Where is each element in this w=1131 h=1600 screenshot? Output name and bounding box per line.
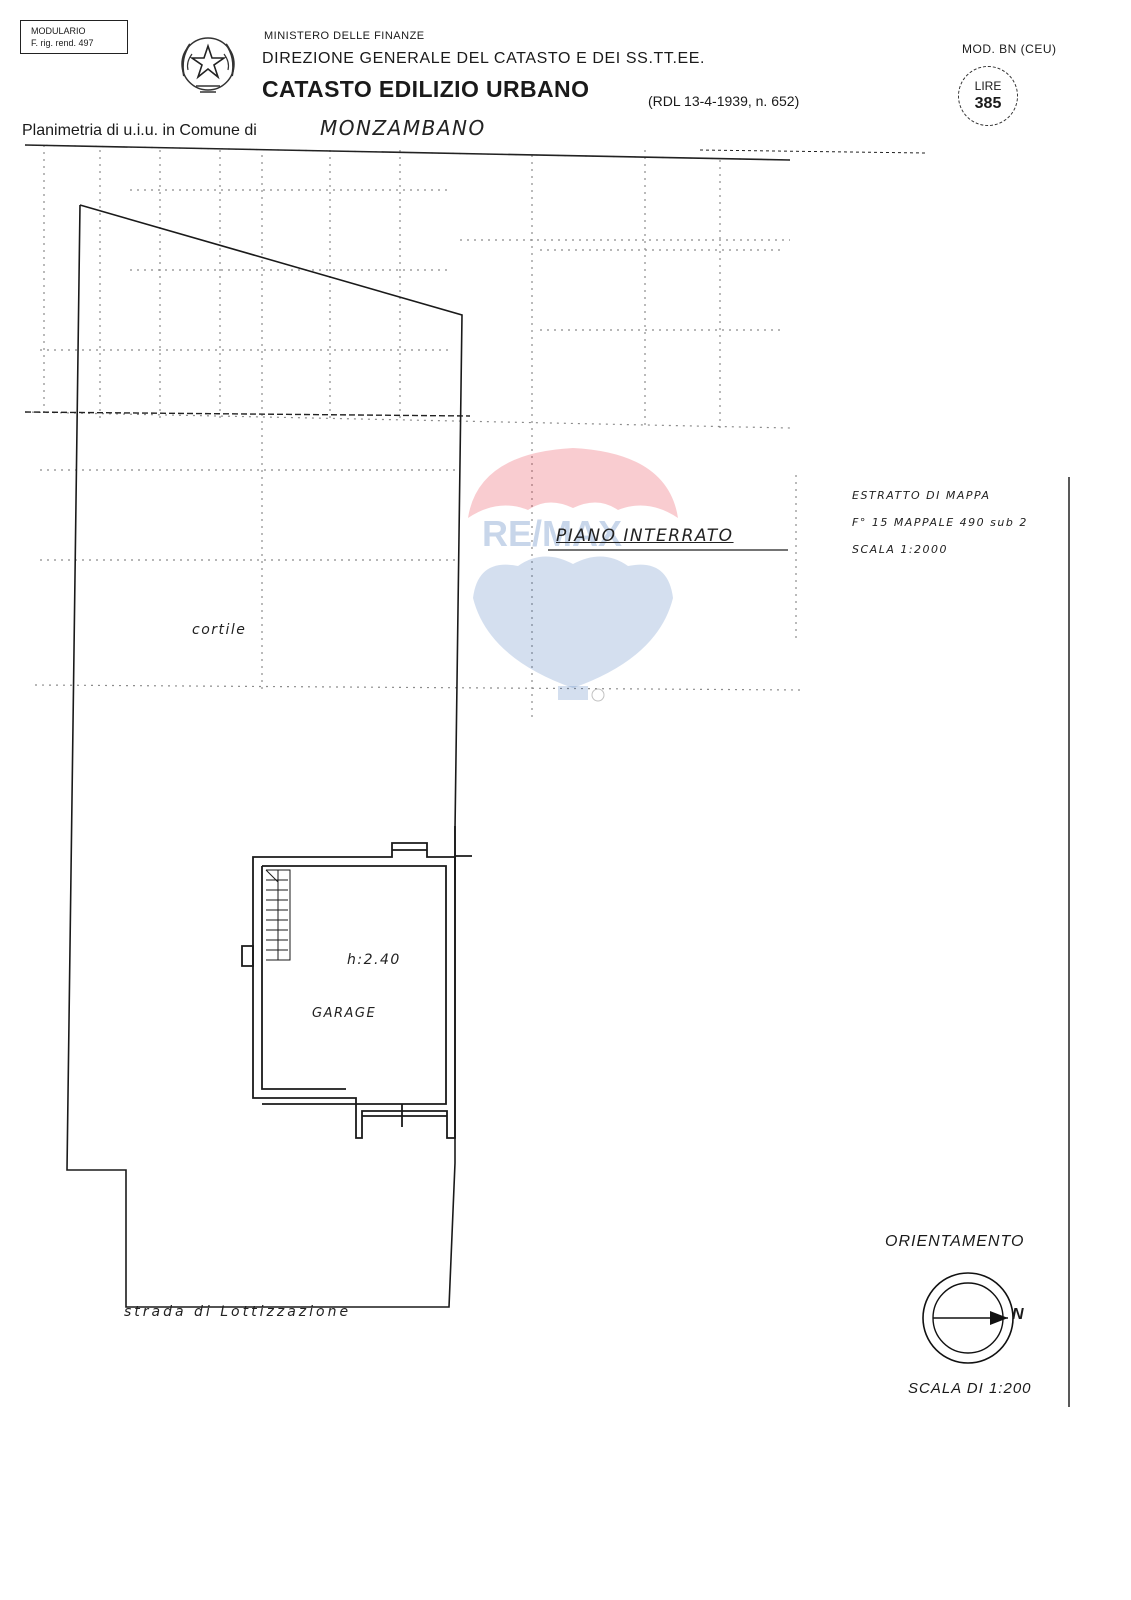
lire-stamp: LIRE 385 <box>958 66 1018 126</box>
estratto-di-mappa: ESTRATTO DI MAPPA F° 15 MAPPALE 490 sub … <box>852 482 1028 563</box>
comune-name: MONZAMBANO <box>320 116 486 140</box>
planimetria-label: Planimetria di u.i.u. in Comune di <box>22 122 257 139</box>
catasto-title: CATASTO EDILIZIO URBANO <box>262 76 590 102</box>
svg-text:RE/MAX: RE/MAX <box>482 513 622 554</box>
republic-emblem-icon <box>181 37 235 93</box>
header-rules <box>24 144 926 417</box>
garage-walls <box>241 826 472 1139</box>
compass-icon <box>922 1272 1014 1364</box>
ministry-name: MINISTERO DELLE FINANZE <box>264 30 425 42</box>
modulario-label: MODULARIO <box>31 26 86 36</box>
orientation-label: ORIENTAMENTO <box>885 1233 1025 1250</box>
room-label-garage: GARAGE <box>312 1006 377 1021</box>
direzione-title: DIREZIONE GENERALE DEL CATASTO E DEI SS.… <box>262 50 706 67</box>
rdl-reference: (RDL 13-4-1939, n. 652) <box>648 93 800 109</box>
room-label-cortile: cortile <box>192 622 247 638</box>
estratto-mappale: F° 15 MAPPALE 490 sub 2 <box>852 516 1028 529</box>
remax-watermark-logo: RE/MAX <box>468 448 678 702</box>
lire-value: 385 <box>974 95 1002 112</box>
dotted-map-grid <box>24 144 801 720</box>
estratto-title: ESTRATTO DI MAPPA <box>852 489 991 502</box>
scale-label: SCALA DI 1:200 <box>908 1380 1032 1397</box>
floor-level-label: PIANO INTERRATO <box>556 526 734 546</box>
staircase <box>265 869 291 961</box>
modulario-ref: F. rig. rend. 497 <box>31 38 94 48</box>
ceiling-height-label: h:2.40 <box>347 952 401 968</box>
modulario-box: MODULARIO F. rig. rend. 497 <box>20 20 128 54</box>
north-label: N <box>1012 1306 1024 1323</box>
street-label: strada di Lottizzazione <box>124 1304 352 1320</box>
lot-boundary <box>66 204 463 1308</box>
estratto-scala: SCALA 1:2000 <box>852 543 949 556</box>
lire-label: LIRE <box>974 79 1002 93</box>
mod-code: MOD. BN (CEU) <box>962 42 1057 56</box>
